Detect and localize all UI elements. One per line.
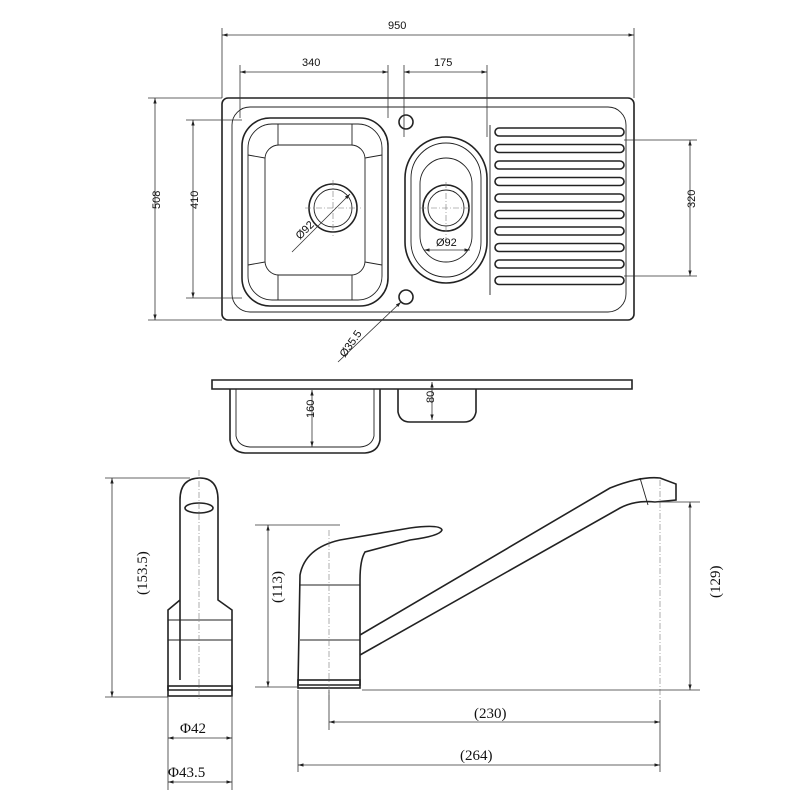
tap-height-label: (153.5) xyxy=(135,551,151,595)
drainer-grooves xyxy=(489,125,625,295)
spout-height-label: (129) xyxy=(708,566,724,599)
tap-base-diameter-label: Φ42 xyxy=(180,721,206,737)
main-bowl-width-label: 340 xyxy=(302,57,320,69)
half-bowl-height-label: 80 xyxy=(425,391,437,403)
tap-hole-icon xyxy=(398,289,414,305)
main-bowl-depth-label: 410 xyxy=(189,191,201,209)
tap-body-diameter-label: Φ43.5 xyxy=(168,765,205,781)
tap-side-view: (153.5) Φ42 Φ43.5 xyxy=(105,470,233,790)
overall-depth-label: 508 xyxy=(151,191,163,209)
main-bowl: Ø92 xyxy=(241,117,389,307)
sink-top-view: Ø92 Ø92 950 xyxy=(148,20,698,363)
drainer-depth-label: 320 xyxy=(686,190,698,208)
tap-hole-icon xyxy=(398,114,414,130)
sink-side-view: 160 80 xyxy=(211,379,633,454)
overall-length-label: (264) xyxy=(460,748,493,764)
tap-front-view: (113) (129) (230) (264) xyxy=(255,476,724,772)
main-bowl-height-label: 160 xyxy=(305,400,317,418)
overall-width-label: 950 xyxy=(388,20,406,32)
half-waste-diameter-label: Ø92 xyxy=(436,237,457,249)
half-bowl: Ø92 xyxy=(404,136,488,284)
tap-body-height-label: (113) xyxy=(270,571,286,603)
tap-hole-diameter-label: Ø35.5 xyxy=(338,328,365,359)
half-bowl-width-label: 175 xyxy=(434,57,452,69)
spout-reach-label: (230) xyxy=(474,706,507,722)
